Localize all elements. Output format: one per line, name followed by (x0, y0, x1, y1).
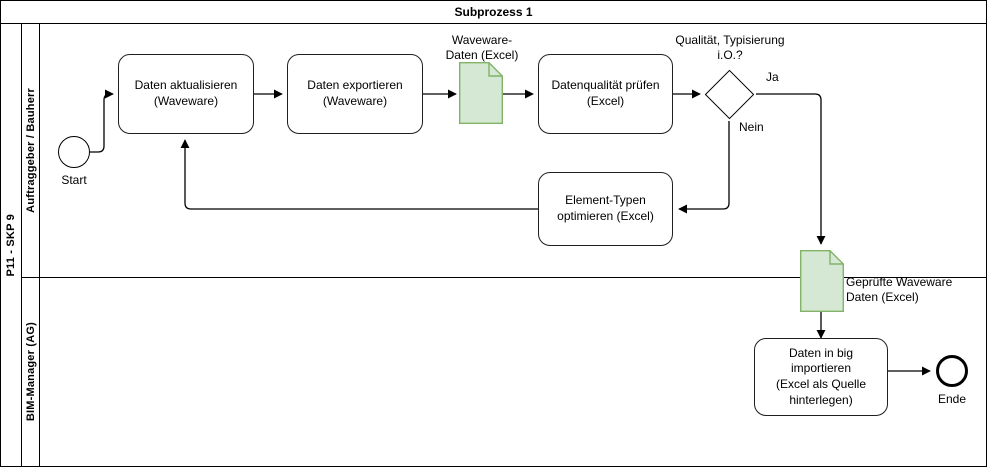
data-object-fold (829, 250, 844, 265)
gateway-qualitaet-label: Qualität, Typisierung i.O.? (675, 33, 785, 62)
task-daten-aktualisieren[interactable]: Daten aktualisieren (Waveware) (118, 54, 254, 134)
data-object-body (459, 62, 503, 124)
data-object-gepruefte-waveware-daten[interactable] (800, 250, 844, 312)
lane-label-text: Auftraggeber / Bauherr (24, 88, 37, 213)
pool-label-column: P11 - SKP 9 (0, 24, 22, 467)
end-event[interactable] (936, 355, 968, 387)
data-object-waveware-daten[interactable] (459, 62, 503, 124)
data-object-gepruefte-waveware-daten-label: Geprüfte Waveware Daten (Excel) (846, 275, 953, 304)
lane-label-auftraggeber: Auftraggeber / Bauherr (22, 24, 40, 277)
data-object-fold (488, 62, 503, 77)
start-event-label: Start (61, 173, 87, 187)
task-daten-exportieren[interactable]: Daten exportieren (Waveware) (287, 54, 423, 134)
lane-divider (22, 277, 987, 278)
page-title: Subprozess 1 (454, 4, 533, 19)
task-daten-importieren[interactable]: Daten in big importieren (Excel als Quel… (754, 338, 888, 416)
lane-label-bim-manager: BIM-Manager (AG) (22, 277, 40, 467)
pool-label: P11 - SKP 9 (4, 214, 17, 277)
task-element-typen-optimieren[interactable]: Element-Typen optimieren (Excel) (538, 172, 673, 246)
task-datenqualitaet-pruefen[interactable]: Datenqualität prüfen (Excel) (538, 54, 673, 134)
flow-label-ja: Ja (766, 70, 779, 84)
lane-label-text: BIM-Manager (AG) (24, 322, 37, 422)
flow-label-nein: Nein (739, 120, 764, 134)
pool-title-bar: Subprozess 1 (0, 0, 987, 24)
end-event-label: Ende (937, 392, 967, 406)
start-event[interactable] (58, 136, 90, 168)
data-object-body (800, 250, 844, 312)
data-object-waveware-daten-label: Waveware- Daten (Excel) (445, 33, 519, 62)
